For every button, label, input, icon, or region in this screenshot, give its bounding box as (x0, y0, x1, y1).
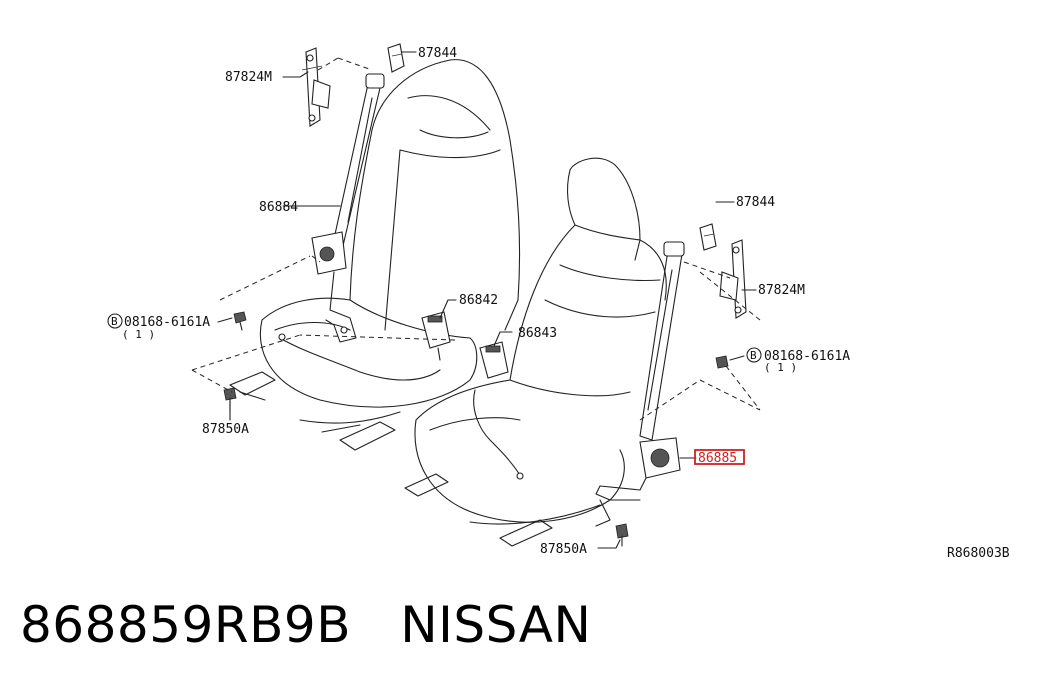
left-seat (229, 59, 521, 451)
left-shoulder-belt-86884 (311, 73, 385, 343)
right-callout-frame (639, 261, 761, 421)
label-bolt-left-qty: ( 1 ) (122, 328, 155, 341)
right-anchor-bolt (715, 355, 729, 369)
left-buckle-86842 (421, 311, 451, 361)
bolt-symbol-icon (746, 347, 762, 363)
label-87844-left: 87844 (418, 46, 457, 61)
bolt-symbol-icon (107, 313, 123, 329)
label-87850a-left: 87850A (202, 422, 249, 437)
leader-lines (217, 51, 757, 549)
right-buckle-86843 (479, 341, 509, 379)
right-shoulder-belt-86885 (595, 241, 685, 527)
label-87844-right: 87844 (736, 195, 775, 210)
bolt-symbol-right: B (750, 349, 757, 362)
brand-name: NISSAN (400, 596, 592, 654)
left-anchor-bolt (233, 311, 247, 331)
label-bolt-right-qty: ( 1 ) (764, 361, 797, 374)
highlight-box (694, 449, 745, 465)
highlighted-part-86885[interactable]: 86885 (694, 449, 745, 466)
label-87850a-right: 87850A (540, 542, 587, 557)
left-guide-cover-87844 (387, 43, 405, 73)
label-bolt-right: 08168-6161A (764, 349, 850, 364)
label-87824m-left: 87824M (225, 70, 272, 85)
label-bolt-left: 08168-6161A (124, 315, 210, 330)
right-height-adjuster-87824m (719, 239, 747, 319)
part-number: 868859RB9B (20, 596, 352, 654)
label-86842: 86842 (459, 293, 498, 308)
left-callout-frame (191, 57, 456, 393)
left-height-adjuster-87824m (301, 47, 331, 127)
right-guide-cover-87844 (699, 223, 717, 251)
right-seat (404, 157, 667, 547)
right-bolt-callout: B 08168-6161A ( 1 ) (746, 347, 850, 374)
part-caption: 868859RB9B NISSAN (20, 596, 591, 654)
label-86884: 86884 (259, 200, 298, 215)
right-floor-anchor-87850a (615, 523, 629, 547)
label-86843: 86843 (518, 326, 557, 341)
label-86885-highlight: 86885 (698, 451, 737, 466)
label-87824m-right: 87824M (758, 283, 805, 298)
bolt-symbol-left: B (111, 315, 118, 328)
diagram-reference-code: R868003B (947, 546, 1010, 561)
left-bolt-callout: B 08168-6161A ( 1 ) (107, 313, 210, 341)
